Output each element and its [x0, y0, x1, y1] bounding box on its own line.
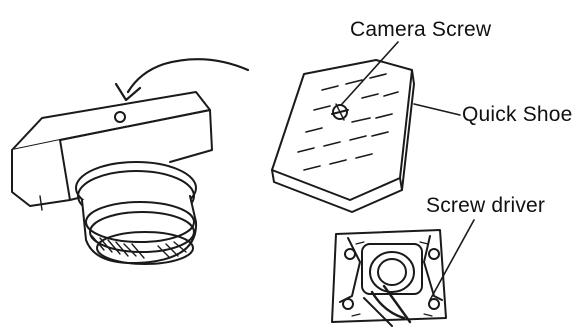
quick-shoe-label: Quick Shoe	[462, 104, 573, 125]
camera-illustration	[12, 92, 212, 264]
quick-shoe-illustration	[272, 60, 414, 212]
screwdriver-illustration	[332, 230, 446, 326]
screw-driver-label: Screw driver	[426, 195, 545, 216]
leader-quick-shoe	[414, 104, 460, 115]
camera-screw-label: Camera Screw	[350, 19, 491, 40]
